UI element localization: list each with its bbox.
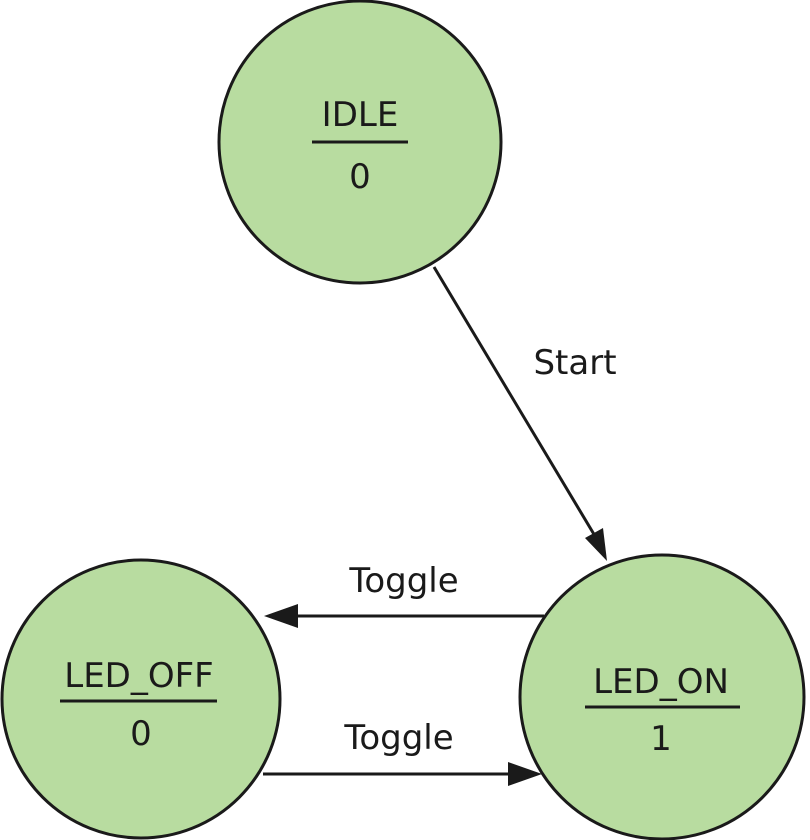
- state-idle: IDLE 0: [217, 0, 503, 285]
- state-led-off-name: LED_OFF: [64, 656, 213, 696]
- transition-toggle-to-on-arrowhead: [508, 762, 542, 786]
- state-led-on-circle: [518, 553, 806, 840]
- state-led-on-output: 1: [650, 719, 672, 759]
- state-idle-name: IDLE: [322, 95, 399, 135]
- transition-toggle-to-on-label: Toggle: [343, 718, 453, 758]
- transition-start: Start: [432, 266, 617, 561]
- state-led-off-output: 0: [130, 714, 152, 754]
- state-idle-output: 0: [349, 157, 371, 197]
- transition-start-line: [432, 266, 600, 542]
- transition-start-arrowhead: [585, 528, 607, 561]
- state-led-off-circle: [0, 558, 282, 840]
- state-led-off: LED_OFF 0: [0, 558, 282, 840]
- transition-toggle-to-off-arrowhead: [264, 604, 298, 628]
- state-led-on: LED_ON 1: [518, 553, 806, 840]
- state-led-on-name: LED_ON: [593, 662, 729, 702]
- transition-toggle-to-off-label: Toggle: [348, 561, 458, 601]
- transition-toggle-to-off: Toggle: [264, 561, 544, 628]
- transition-toggle-to-on: Toggle: [263, 718, 542, 786]
- transition-start-label: Start: [533, 343, 616, 383]
